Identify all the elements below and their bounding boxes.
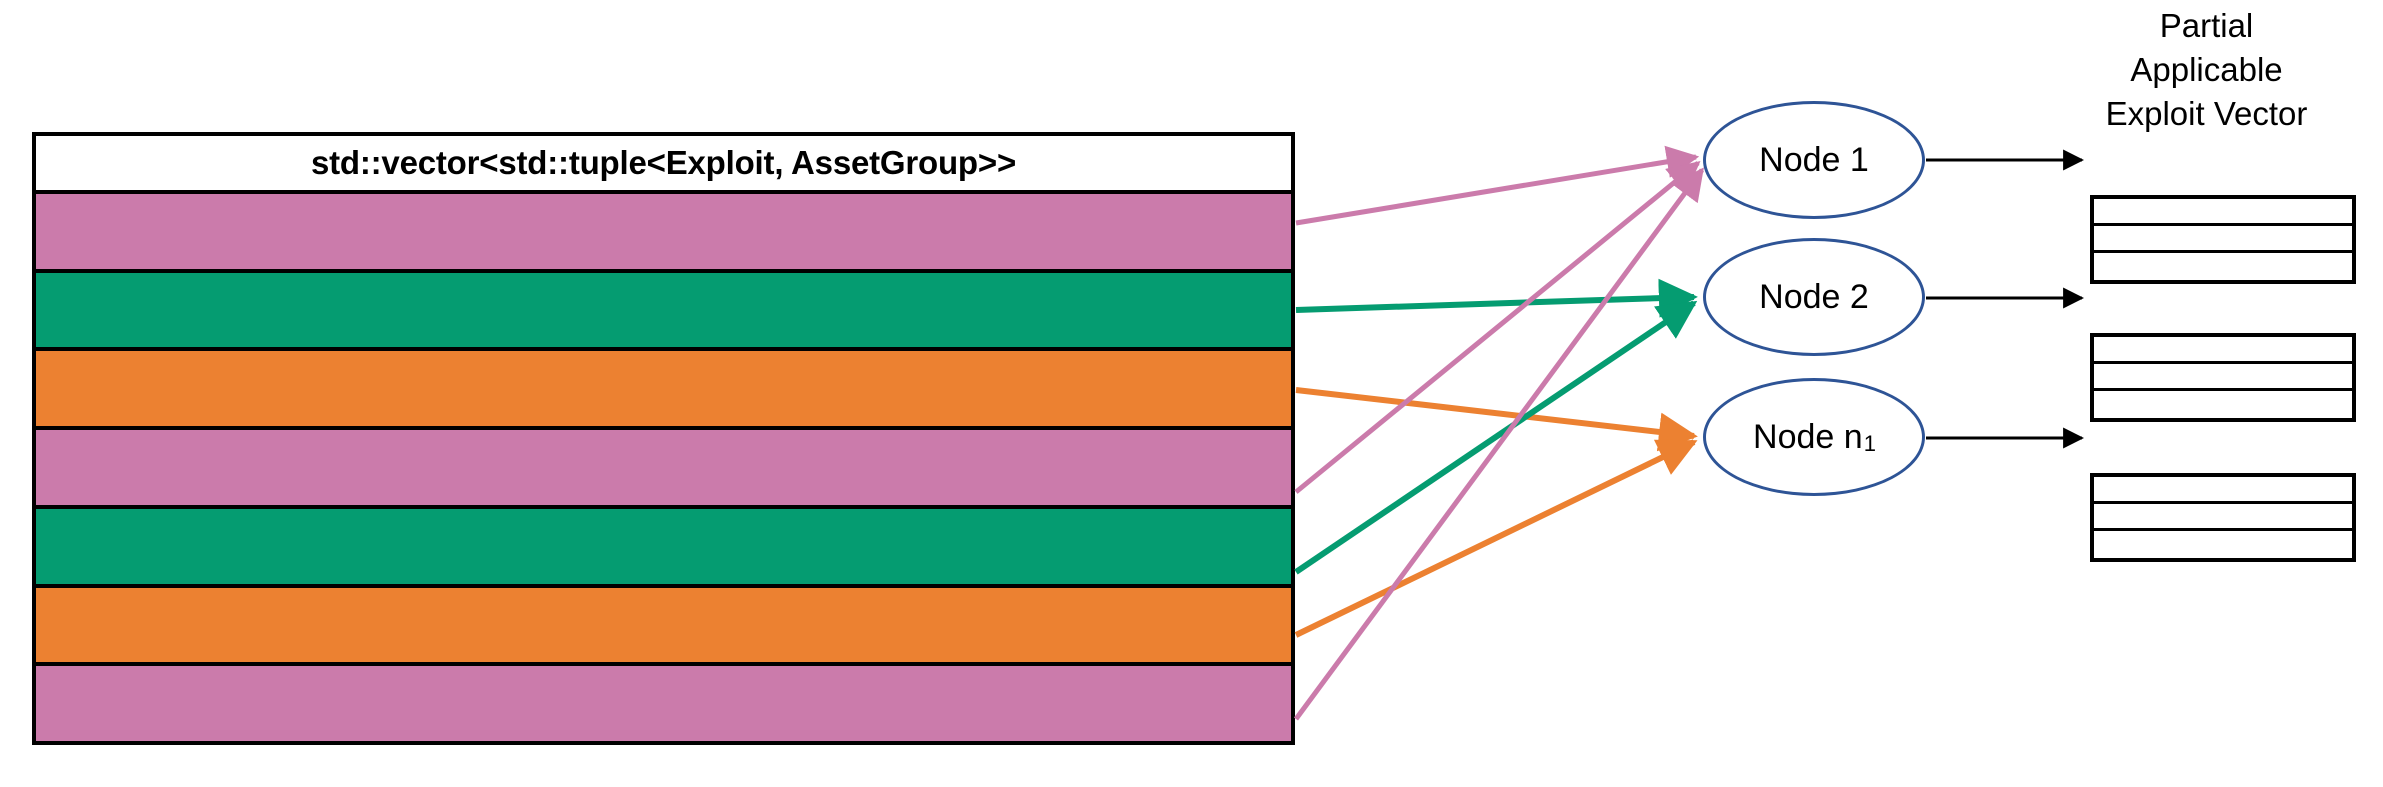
partial-vector-cell[interactable] (2094, 531, 2352, 558)
partial-vector-node-n1 (2090, 473, 2356, 562)
pav-label-line-3: Exploit Vector (2105, 95, 2308, 132)
node-2-label: Node 2 (1759, 277, 1869, 316)
node-2[interactable]: Node 2 (1703, 238, 1925, 356)
edge-row4-to-node1 (1294, 160, 1701, 494)
table-row[interactable] (36, 587, 1291, 667)
edge-row7-to-node1 (1293, 167, 1705, 721)
partial-vector-cell[interactable] (2094, 477, 2352, 504)
node-1[interactable]: Node 1 (1703, 101, 1925, 219)
table-row[interactable] (36, 194, 1291, 273)
edge-row5-to-node2 (1294, 300, 1698, 575)
table-row[interactable] (36, 666, 1291, 742)
node-n1-subscript: 1 (1863, 431, 1876, 456)
partial-vector-cell[interactable] (2094, 226, 2352, 253)
node-n1-label: Node n (1753, 417, 1863, 456)
table-row[interactable] (36, 508, 1291, 588)
partial-vector-node-1 (2090, 195, 2356, 284)
partial-vector-cell[interactable] (2094, 253, 2352, 280)
table-row[interactable] (36, 430, 1291, 509)
partial-vector-cell[interactable] (2094, 504, 2352, 531)
edge-row6-to-noden (1294, 439, 1698, 638)
partial-applicable-exploit-vector-label: Partial Applicable Exploit Vector (2030, 4, 2383, 136)
partial-vector-cell[interactable] (2094, 199, 2352, 226)
table-row[interactable] (36, 351, 1291, 431)
partial-vector-node-2 (2090, 333, 2356, 422)
vector-table-header: std::vector<std::tuple<Exploit, AssetGro… (36, 136, 1291, 194)
edge-row1-to-node1 (1295, 145, 1700, 226)
pav-label-line-1: Partial (2159, 7, 2254, 44)
edge-row3-to-noden (1295, 387, 1698, 452)
partial-vector-cell[interactable] (2094, 364, 2352, 391)
edge-row2-to-node2 (1295, 278, 1698, 318)
pav-label-line-2: Applicable (2130, 51, 2283, 88)
table-row[interactable] (36, 272, 1291, 352)
exploit-assetgroup-vector-table: std::vector<std::tuple<Exploit, AssetGro… (32, 132, 1295, 745)
partial-vector-cell[interactable] (2094, 337, 2352, 364)
vector-table-body (36, 194, 1291, 742)
partial-vector-cell[interactable] (2094, 391, 2352, 418)
node-1-label: Node 1 (1759, 140, 1869, 179)
